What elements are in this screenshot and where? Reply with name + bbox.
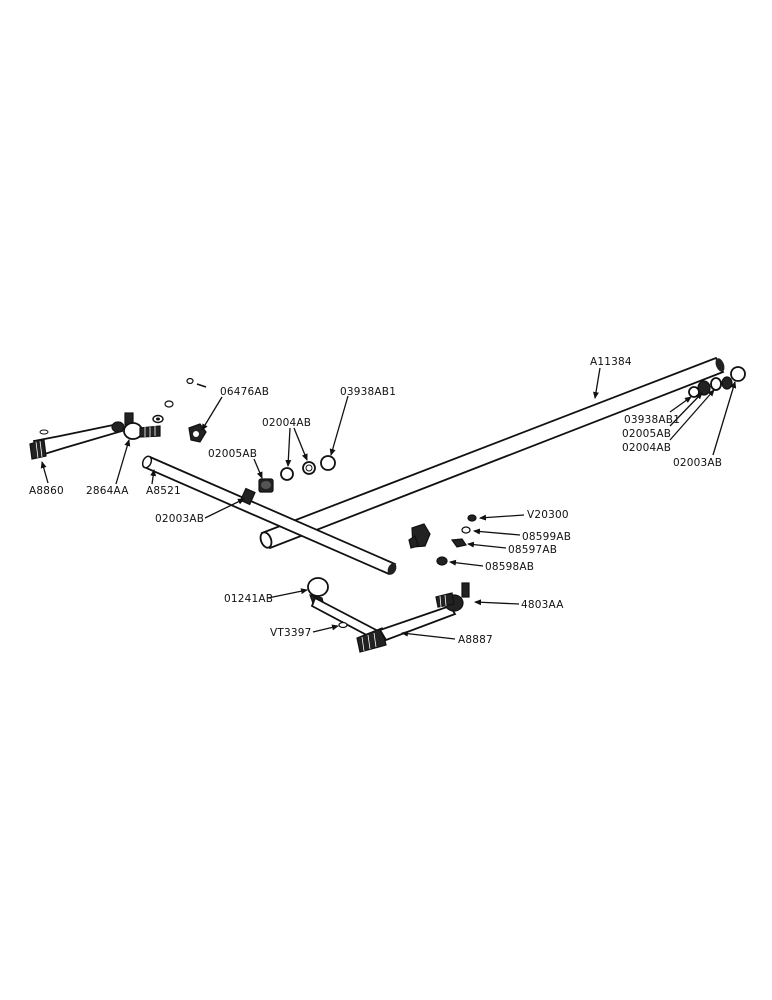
small-parts-upper-cluster [152,377,207,443]
label-06476ab: 06476AB [220,386,269,398]
label-08599ab: 08599AB [522,531,571,543]
tie-rod-tube-a8521 [141,455,397,576]
leader-lines [40,367,737,640]
label-02004ab-right: 02004AB [622,442,671,454]
lower-fittings-cluster [408,514,477,566]
label-v20300: V20300 [527,509,569,521]
label-02003ab-right: 02003AB [673,457,722,469]
label-a8887: A8887 [458,634,493,646]
long-tube-a11384 [259,356,725,550]
label-vt3397: VT3397 [270,627,312,639]
left-end-plug-set [258,455,336,493]
label-a8860: A8860 [29,485,64,497]
label-2864aa: 2864AA [86,485,129,497]
label-02005ab-right: 02005AB [622,428,671,440]
label-a11384: A11384 [590,356,632,368]
label-01241ab: 01241AB [224,593,273,605]
label-08598ab: 08598AB [485,561,534,573]
label-08597ab: 08597AB [508,544,557,556]
label-02003ab-left: 02003AB [155,513,204,525]
label-a8521: A8521 [146,485,181,497]
steering-arm-a8860 [29,421,125,460]
label-02005ab-left: 02005AB [208,448,257,460]
right-end-plug-set [688,366,746,398]
ball-socket-2864aa [123,412,161,440]
steering-arm-a8887 [307,577,470,653]
label-03938ab1-left: 03938AB1 [340,386,396,398]
label-02004ab-left: 02004AB [262,417,311,429]
label-03938ab1-right: 03938AB1 [624,414,680,426]
callout-labels: A11384 06476AB 03938AB1 02004AB 02005AB … [29,356,722,646]
label-4803aa: 4803AA [521,599,564,611]
